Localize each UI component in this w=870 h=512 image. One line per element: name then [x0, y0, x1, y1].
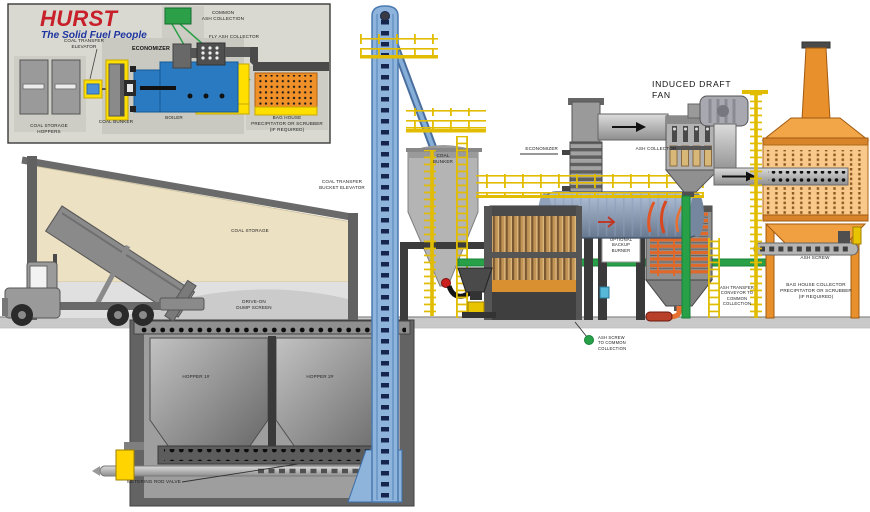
boiler-supports [584, 232, 645, 320]
drive-on-dump-screen-label: DRIVE-ON DUMP SCREEN [236, 299, 272, 310]
gas-flow-arrow [598, 216, 616, 228]
fan-outlet-duct [713, 123, 737, 175]
backup-burner-label-box [601, 233, 641, 263]
upper-tube-wall [492, 216, 576, 252]
ash-pot [645, 311, 673, 322]
ash-base [488, 292, 580, 320]
hopper-1-label: HOPPER 1# [182, 374, 210, 379]
grate-glow [492, 280, 576, 292]
inset-common-ash-collection [164, 7, 192, 25]
hopper-divider [268, 336, 276, 462]
bag-house-inlet-pipe [713, 167, 849, 186]
dump-truck [2, 205, 205, 326]
inset-overview [7, 3, 331, 144]
hopper-1 [149, 337, 269, 461]
optional-backup-burner-label: OPTIONAL BACKUP BURNER [609, 237, 633, 253]
inset-bag-house-label: BAG HOUSE PRECIPITATOR OR SCRUBBER (IF R… [251, 115, 323, 132]
inset-coal-bunker-label: COAL BUNKER [98, 119, 134, 124]
inset-coal-transfer-elevator-label: COAL TRANSFER ELEVATOR [63, 38, 105, 49]
inset-boiler-label: BOILER [165, 115, 183, 120]
head-pulley [380, 11, 390, 21]
exhaust-stack [801, 47, 831, 121]
hopper-2-label: HOPPER 2# [306, 374, 334, 379]
inset-fly-ash-collector-label: FLY ASH COLLECTOR [208, 34, 260, 39]
right-post [348, 213, 358, 320]
ground-strip [0, 317, 870, 328]
bunker-valve [441, 278, 451, 288]
boiler-front-section [457, 205, 582, 320]
bag-house-collector-label: BAG HOUSE COLLECTOR PRECIPITATOR OR SCRU… [780, 282, 852, 299]
leader-lines [181, 153, 594, 483]
hurst-logo: HURST [40, 6, 118, 31]
bunker-ladder [424, 150, 436, 316]
coal-storage-label: COAL STORAGE [231, 228, 269, 233]
collector-ash-pipe [681, 195, 691, 319]
left-post [27, 156, 37, 320]
inset-common-ash-collection-label: COMMON ASH COLLECTION [201, 10, 245, 21]
inset-duct [253, 62, 329, 71]
support-column [400, 242, 408, 320]
induced-draft-fan [687, 95, 749, 175]
access-ladders [708, 90, 768, 318]
flame [659, 200, 668, 234]
boiler-top-railing [476, 174, 704, 195]
coal-bunker-label: COAL BUNKER [432, 153, 454, 164]
ash-collector-label: ASH COLLECTOR [635, 146, 677, 151]
induced-draft-fan-label: INDUCED DRAFT FAN [652, 79, 732, 101]
metering-rod-valve-label: METERING ROD VALVE [127, 479, 181, 484]
ladder [708, 238, 720, 318]
coal-bunker [400, 108, 492, 320]
coal-transfer-bucket-elevator-label: COAL TRANSFER BUCKET ELEVATOR [319, 179, 365, 190]
roof-beam [21, 156, 358, 222]
economizer-elbow [571, 101, 601, 145]
ash-screw-to-common-collection-label: ASH SCREW TO COMMON COLLECTION [598, 335, 627, 351]
ash-screw-marker-dot [584, 335, 594, 345]
economizer-label: ECONOMIZER [525, 146, 558, 151]
bank-hopper [644, 279, 714, 307]
flame [675, 205, 684, 233]
ladder [750, 94, 762, 318]
ash-transfer-conveyor-label: ASH TRANSFER CONVEYOR TO COMMON COLLECTI… [719, 285, 755, 307]
flame [647, 201, 656, 233]
inset-economizer-label: ECONOMIZER [131, 46, 170, 52]
ash-screw-label: ASH SCREW [800, 255, 830, 260]
support-beam [400, 242, 492, 249]
bag-house-hopper [764, 223, 867, 245]
hoist-strut [93, 244, 131, 308]
collector-hopper [664, 169, 720, 193]
inset-coal-storage-hoppers-label: COAL STORAGE HOPPERS [30, 123, 68, 134]
bag-house-leg [765, 223, 775, 319]
elevator-top-platform [360, 34, 438, 55]
hurst-tagline: The Solid Fuel People [41, 30, 147, 41]
bag-house-hood [761, 117, 870, 141]
bunker-platform-railing [406, 108, 486, 129]
cab-window [29, 265, 48, 289]
truck-chassis [8, 302, 160, 310]
underground-pit [92, 319, 415, 507]
fuel-feeder [457, 267, 493, 293]
lower-tube-wall [492, 258, 576, 280]
inset-economizer [172, 43, 192, 69]
screw-drive-motor [115, 449, 135, 481]
